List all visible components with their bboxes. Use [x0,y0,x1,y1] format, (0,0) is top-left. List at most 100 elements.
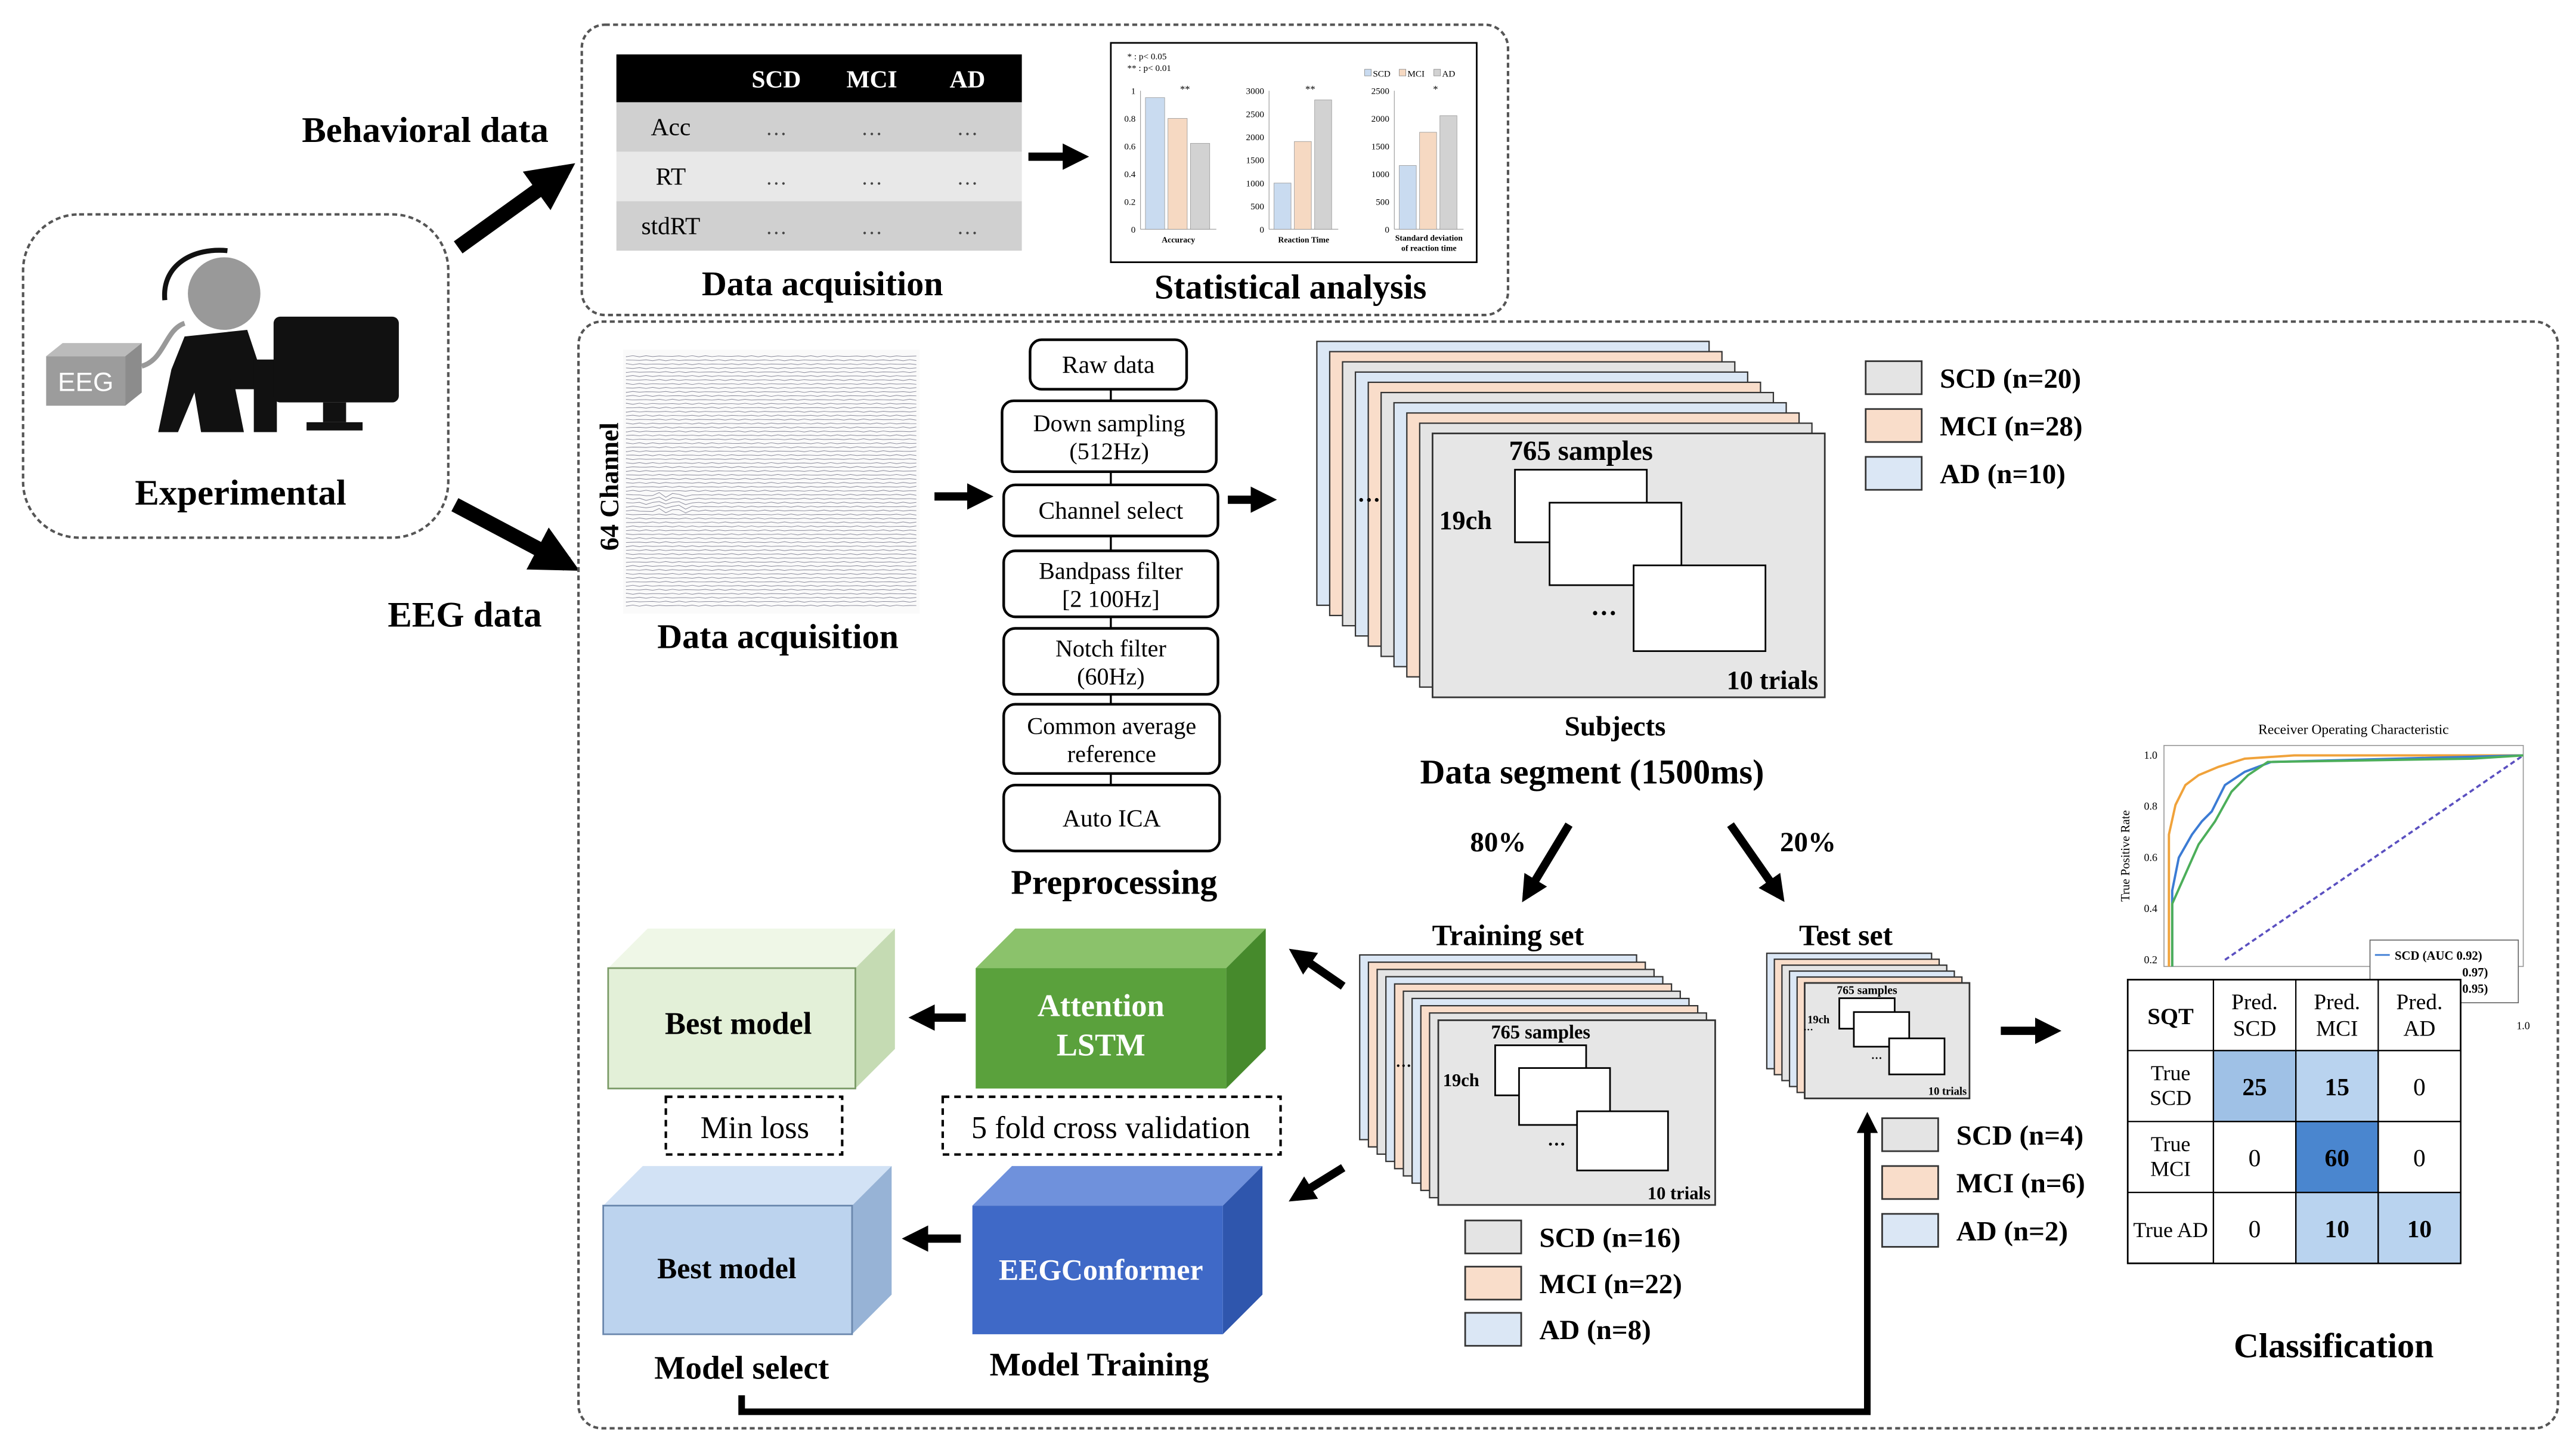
eeg-channel-trace [626,410,917,413]
table-row [616,102,1022,152]
best-model-bottom-block: Best model [602,1166,892,1335]
roc-curve [2171,754,2524,967]
eeg-channel-trace [626,496,917,502]
roc-chance-line [2224,754,2524,961]
confusion-corner: SQT [2147,1004,2194,1030]
attention-lstm-block: Attention LSTM [976,928,1266,1089]
roc-curve [2171,754,2524,967]
eeg-channel-trace [626,363,917,365]
arrow-to-test-set [1727,822,1785,902]
model-select-label: Model select [654,1350,829,1386]
table-header-ad: AD [949,66,985,93]
eeg-channel-trace [626,454,917,456]
panel-significance: ** [1305,84,1315,95]
legend-swatch [1865,456,1923,491]
confusion-col-header: SCD [2233,1016,2277,1041]
panel-tick-label: 1500 [1246,156,1265,166]
panel-bar [1439,115,1457,230]
eeg-channel-trace [626,553,917,555]
confusion-row-label: SCD [2150,1086,2191,1110]
preprocessing-step [1001,399,1218,474]
roc-ylabel: True Positive Rate [2119,810,2132,902]
preprocessing-step-line1: Raw data [1062,351,1154,378]
eeg-channel-trace [626,517,917,520]
behavioral-acquisition-label: Data acquisition [702,264,943,303]
confusion-row-label: True AD [2133,1218,2207,1242]
eeg-channel-trace [626,525,917,528]
preprocessing-step-line1: Down sampling [1033,410,1185,437]
eeg-data-label: EEG data [388,595,541,635]
group-legend: SCD (n=20)MCI (n=28)AD (n=10) [1865,360,2083,491]
legend-label: MCI (n=6) [1956,1168,2085,1199]
experimental-label: Experimental [135,473,346,513]
eeg-channel-trace [626,492,917,498]
eeg-channel-trace [626,422,917,425]
confusion-row-label: MCI [2150,1157,2191,1180]
test-set-title: Test set [1799,919,1893,951]
panel-bar [1314,100,1332,230]
eeg-channel-trace [626,418,917,421]
table-header-scd: SCD [751,66,801,93]
panel-tick-label: 1000 [1246,178,1265,188]
eeg-channel-trace [626,462,917,464]
roc-ytick: 0.8 [2144,800,2157,812]
confusion-cell-value: 60 [2325,1144,2349,1171]
panel-bar [1419,132,1437,230]
confusion-cell-value: 15 [2325,1073,2349,1100]
arrow-to-attention-lstm [1289,948,1346,990]
eeg-channel-trace [626,442,917,444]
preprocessing-step-line1: Notch filter [1055,635,1166,661]
segment-samples-label: 765 samples [1837,984,1897,997]
legend-swatch [1364,69,1371,76]
segment-trials-label: 10 trials [1648,1183,1711,1204]
eeg-channel-trace [626,533,917,536]
panel-xlabel: Standard deviation [1395,234,1463,243]
table-row-label: RT [656,163,686,190]
preprocessing-step-line1: Bandpass filter [1039,558,1182,585]
arrow-model-to-test [738,1112,1878,1415]
best-model-top-block: Best model [607,928,895,1090]
arrow-to-training-set [1522,822,1573,902]
trial-window [1633,564,1767,653]
eeg-channel-trace [626,470,917,472]
segment-ellipsis: … [1591,592,1617,621]
segment-samples-label: 765 samples [1491,1022,1590,1043]
confusion-cell-value: 0 [2413,1073,2426,1100]
eeg-channel-trace [626,367,917,369]
eeg-channel-trace [626,375,917,377]
eeg-channel-trace [626,581,917,583]
eeg-channel-trace [626,395,917,397]
roc-ytick: 0.4 [2144,902,2157,914]
eeg-channel-trace [626,486,917,488]
eeg-channel-trace [626,561,917,563]
roc-legend-label: SCD (AUC 0.92) [2395,950,2482,963]
table-row-label: stdRT [641,212,700,240]
table-row-label: Acc [651,113,691,141]
table-cell: … [861,215,883,239]
test-percent: 20% [1780,827,1836,858]
subjects-label: Subjects [1565,711,1666,742]
train-percent: 80% [1470,827,1526,858]
eeg-channel-trace [626,565,917,567]
roc-ytick: 0.2 [2144,954,2157,966]
roc-curve [2168,754,2524,967]
panel-tick-label: 500 [1376,197,1389,207]
preprocessing-step-line2: (60Hz) [1077,663,1144,690]
training-set-title: Training set [1432,919,1584,951]
eegconformer-block: EEGConformer [972,1166,1263,1334]
eeg-device-label: EEG [58,367,113,397]
panel-tick-label: 2500 [1371,86,1390,97]
preprocessing-step [1029,338,1188,391]
panel-tick-label: 0.4 [1124,169,1135,180]
model-training-label: Model Training [990,1346,1209,1383]
segment-trials-label: 10 trials [1928,1086,1967,1098]
eeg-channel-trace [626,589,917,591]
eeg-channel-trace [626,383,917,385]
panel-xlabel: Reaction Time [1278,235,1329,244]
preprocessing-step-line1: Auto ICA [1063,804,1161,831]
eeg-channel-trace [626,596,917,599]
